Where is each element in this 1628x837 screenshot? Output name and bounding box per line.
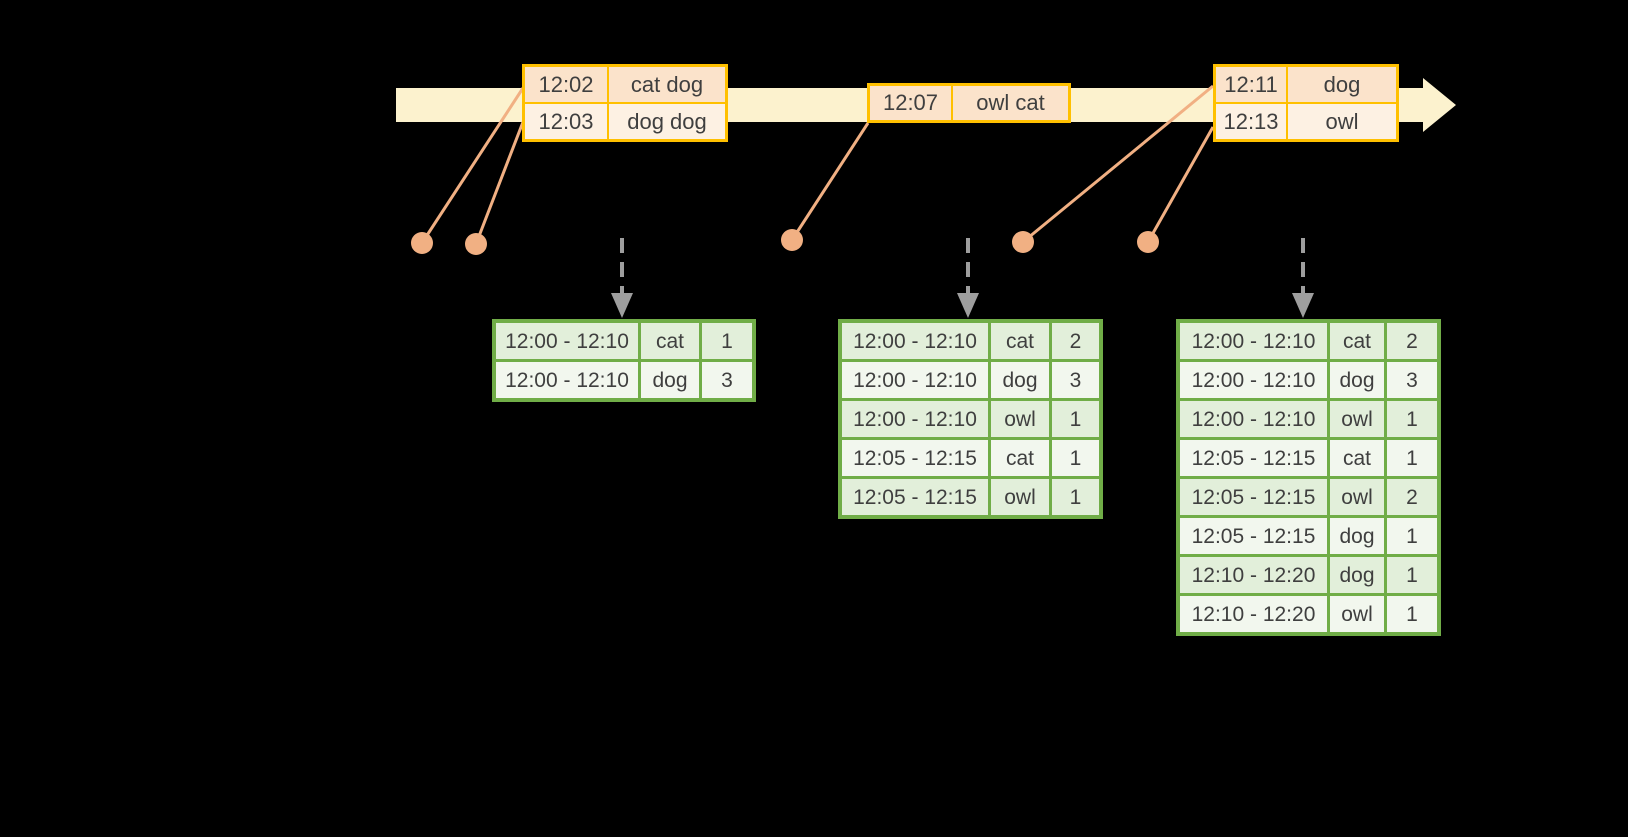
- event-connector-line: [1146, 126, 1215, 243]
- word-cell: owl: [1330, 401, 1384, 437]
- word-cell: cat: [1330, 323, 1384, 359]
- trigger-arrows: [611, 238, 1314, 318]
- event-time-cell: 12:02: [525, 67, 607, 102]
- event-dot-icon: [465, 233, 487, 255]
- window-cell: 12:00 - 12:10: [842, 401, 988, 437]
- count-cell: 1: [1387, 401, 1437, 437]
- word-cell: owl: [1330, 596, 1384, 632]
- event-dots: [411, 229, 1159, 255]
- event-connector-line: [790, 122, 870, 241]
- trigger-arrowhead-icon: [611, 293, 633, 318]
- word-cell: dog: [1330, 362, 1384, 398]
- count-cell: 3: [1387, 362, 1437, 398]
- event-dot-icon: [1012, 231, 1034, 253]
- word-cell: owl: [991, 479, 1049, 515]
- word-cell: dog: [641, 362, 699, 398]
- event-time-cell: 12:07: [870, 86, 951, 120]
- window-cell: 12:10 - 12:20: [1180, 557, 1327, 593]
- event-words-cell: owl cat: [953, 86, 1068, 120]
- word-cell: owl: [1330, 479, 1384, 515]
- count-cell: 1: [1387, 557, 1437, 593]
- window-cell: 12:00 - 12:10: [496, 323, 638, 359]
- window-cell: 12:05 - 12:15: [842, 479, 988, 515]
- event-words-cell: dog dog: [609, 104, 725, 139]
- count-cell: 1: [702, 323, 752, 359]
- window-cell: 12:05 - 12:15: [1180, 518, 1327, 554]
- event-dot-icon: [1137, 231, 1159, 253]
- count-cell: 2: [1387, 323, 1437, 359]
- event-time-cell: 12:03: [525, 104, 607, 139]
- trigger-arrowhead-icon: [957, 293, 979, 318]
- word-cell: owl: [991, 401, 1049, 437]
- word-cell: cat: [991, 323, 1049, 359]
- trigger-arrowhead-icon: [1292, 293, 1314, 318]
- event-dot-icon: [781, 229, 803, 251]
- window-cell: 12:00 - 12:10: [1180, 362, 1327, 398]
- count-cell: 1: [1052, 401, 1099, 437]
- timeline-arrowhead-icon: [1423, 78, 1456, 132]
- count-cell: 1: [1387, 440, 1437, 476]
- window-cell: 12:00 - 12:10: [842, 323, 988, 359]
- window-cell: 12:05 - 12:15: [1180, 440, 1327, 476]
- count-cell: 1: [1052, 479, 1099, 515]
- word-cell: dog: [991, 362, 1049, 398]
- event-dot-icon: [411, 232, 433, 254]
- window-cell: 12:00 - 12:10: [1180, 401, 1327, 437]
- event-time-cell: 12:13: [1216, 104, 1286, 139]
- count-cell: 2: [1387, 479, 1437, 515]
- window-cell: 12:05 - 12:15: [1180, 479, 1327, 515]
- count-cell: 3: [1052, 362, 1099, 398]
- event-words-cell: owl: [1288, 104, 1396, 139]
- word-cell: cat: [641, 323, 699, 359]
- word-cell: cat: [1330, 440, 1384, 476]
- window-cell: 12:00 - 12:10: [496, 362, 638, 398]
- event-time-cell: 12:11: [1216, 67, 1286, 102]
- event-connector-line: [474, 121, 525, 245]
- word-cell: dog: [1330, 518, 1384, 554]
- event-words-cell: dog: [1288, 67, 1396, 102]
- count-cell: 1: [1387, 596, 1437, 632]
- window-cell: 12:00 - 12:10: [842, 362, 988, 398]
- count-cell: 2: [1052, 323, 1099, 359]
- count-cell: 1: [1052, 440, 1099, 476]
- window-cell: 12:00 - 12:10: [1180, 323, 1327, 359]
- window-cell: 12:05 - 12:15: [842, 440, 988, 476]
- event-words-cell: cat dog: [609, 67, 725, 102]
- window-cell: 12:10 - 12:20: [1180, 596, 1327, 632]
- count-cell: 1: [1387, 518, 1437, 554]
- word-cell: dog: [1330, 557, 1384, 593]
- count-cell: 3: [702, 362, 752, 398]
- word-cell: cat: [991, 440, 1049, 476]
